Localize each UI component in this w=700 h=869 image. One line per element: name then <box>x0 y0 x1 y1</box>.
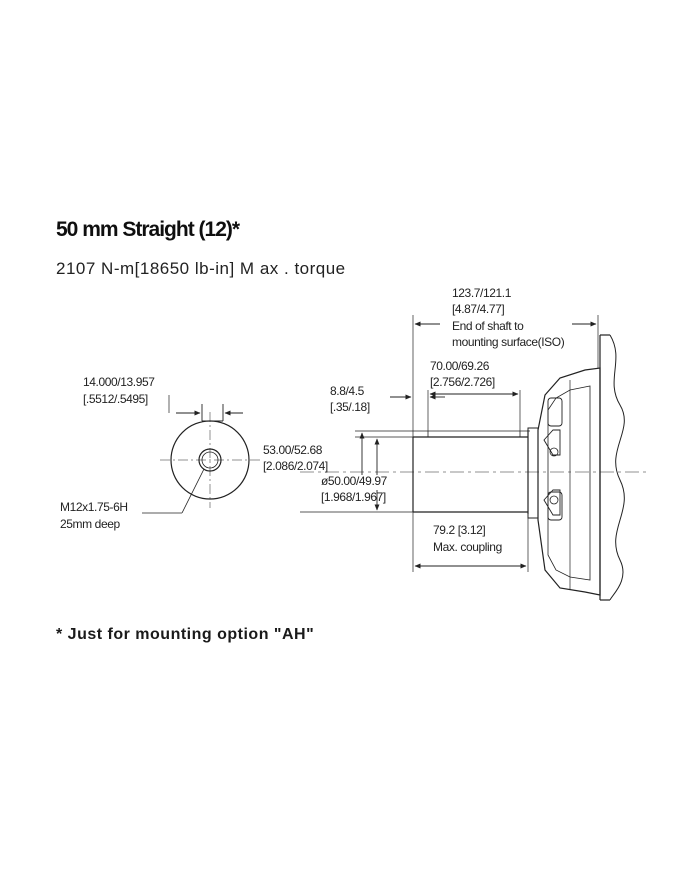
tap-leader <box>181 468 205 514</box>
svg-text:70.00/69.26: 70.00/69.26 <box>430 359 490 373</box>
key-height-label: 53.00/52.68 [2.086/2.074] <box>263 443 328 473</box>
svg-text:mounting surface(ISO): mounting surface(ISO) <box>452 335 565 349</box>
svg-text:8.8/4.5: 8.8/4.5 <box>330 384 365 398</box>
key-width-dimension <box>168 395 243 416</box>
svg-text:[.35/.18]: [.35/.18] <box>330 400 370 414</box>
key-width-label: 14.000/13.957 [.5512/.5495] <box>83 375 156 406</box>
shaft-to-surface-dimension <box>412 315 599 437</box>
shaft-diameter-label: ø50.00/49.97 [1.968/1.967] <box>321 474 388 504</box>
coupling-label: 79.2 [3.12] Max. coupling <box>433 523 502 554</box>
footnote: * Just for mounting option "AH" <box>56 626 315 643</box>
motor-housing <box>537 334 625 601</box>
torque-rating: 2107 N-m[18650 lb-in] M ax . torque <box>56 259 346 278</box>
tap-label: M12x1.75-6H 25mm deep <box>60 500 128 531</box>
shaft-to-surface-label: 123.7/121.1 [4.87/4.77] End of shaft to … <box>452 286 565 349</box>
svg-text:[.5512/.5495]: [.5512/.5495] <box>83 392 148 406</box>
key-length-dimension <box>427 390 521 431</box>
svg-text:ø50.00/49.97: ø50.00/49.97 <box>321 474 388 488</box>
svg-text:M12x1.75-6H: M12x1.75-6H <box>60 500 128 514</box>
svg-text:[2.756/2.726]: [2.756/2.726] <box>430 375 495 389</box>
svg-text:123.7/121.1: 123.7/121.1 <box>452 286 512 300</box>
key-offset-label: 8.8/4.5 [.35/.18] <box>330 384 370 414</box>
diagram-title: 50 mm Straight (12)* <box>56 218 240 241</box>
svg-text:[4.87/4.77]: [4.87/4.77] <box>452 302 504 316</box>
height-dimensions <box>300 430 413 513</box>
svg-text:[2.086/2.074]: [2.086/2.074] <box>263 459 328 473</box>
key-length-label: 70.00/69.26 [2.756/2.726] <box>430 359 495 389</box>
svg-text:25mm deep: 25mm deep <box>60 517 120 531</box>
svg-text:14.000/13.957: 14.000/13.957 <box>83 375 155 389</box>
svg-text:[1.968/1.967]: [1.968/1.967] <box>321 490 386 504</box>
svg-text:79.2 [3.12]: 79.2 [3.12] <box>433 523 485 537</box>
shaft-side-view <box>412 427 539 519</box>
shaft-end-view <box>160 404 260 508</box>
svg-text:End of shaft to: End of shaft to <box>452 319 524 333</box>
svg-text:Max. coupling: Max. coupling <box>433 540 502 554</box>
coupling-dimension <box>412 512 529 572</box>
svg-text:53.00/52.68: 53.00/52.68 <box>263 443 323 457</box>
